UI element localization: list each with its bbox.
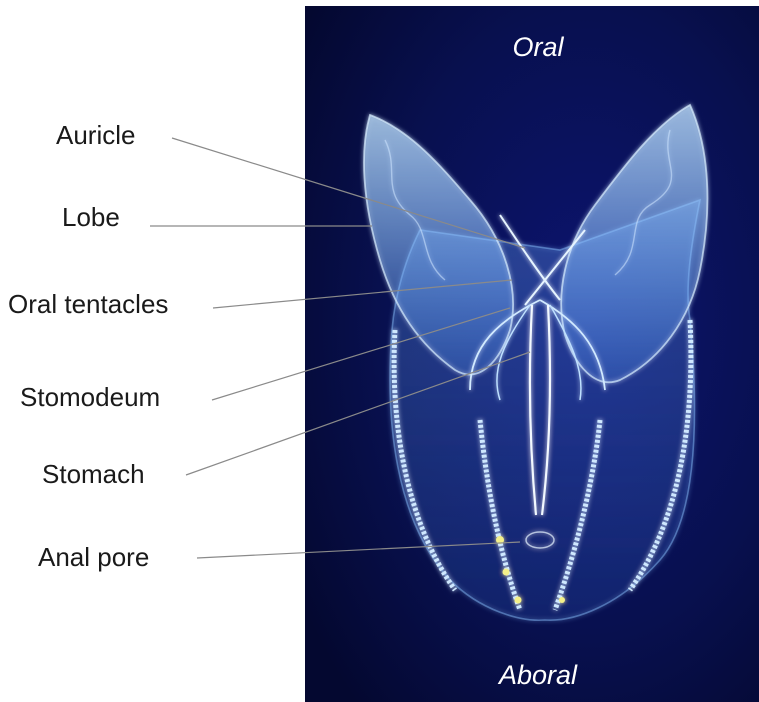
comb-highlight [515, 597, 522, 604]
oral-pole-label: Oral [512, 32, 564, 62]
aboral-pole-label: Aboral [497, 660, 578, 690]
label-lobe: Lobe [62, 202, 120, 232]
label-auricle: Auricle [56, 120, 135, 150]
label-oral-tentacles: Oral tentacles [8, 289, 168, 319]
comb-highlight [503, 569, 510, 576]
label-stomodeum: Stomodeum [20, 382, 160, 412]
comb-highlight [559, 597, 565, 603]
label-stomach: Stomach [42, 459, 145, 489]
label-anal-pore: Anal pore [38, 542, 149, 572]
